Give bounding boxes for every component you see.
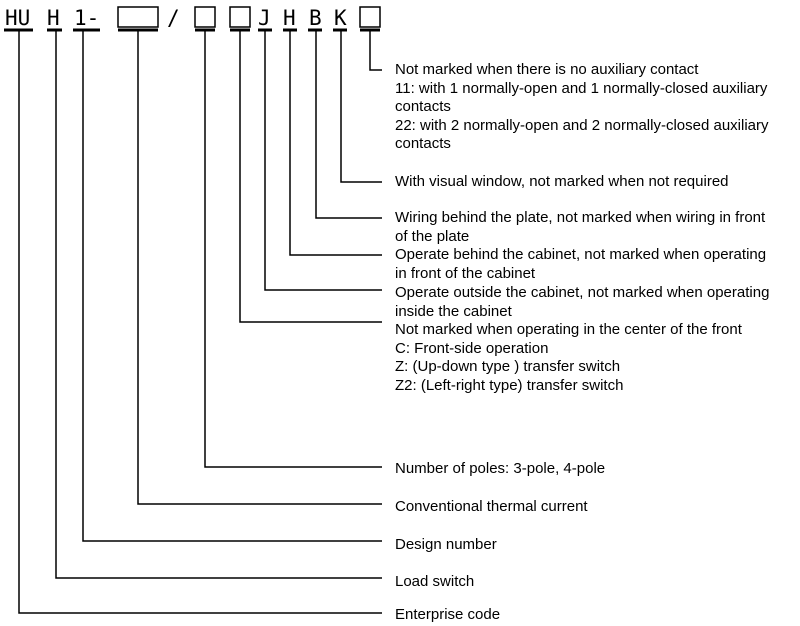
desc-load-switch: Load switch — [395, 573, 800, 592]
desc-line: Conventional thermal current — [395, 498, 588, 515]
desc-wiring: Wiring behind the plate, not marked when… — [395, 209, 800, 246]
desc-line: Number of poles: 3-pole, 4-pole — [395, 460, 606, 477]
code-slash: / — [167, 6, 180, 30]
desc-line: Design number — [395, 536, 497, 553]
desc-behind-cabinet: Operate behind the cabinet, not marked w… — [395, 246, 800, 283]
code-k: K — [334, 6, 347, 30]
code-h: H — [283, 6, 296, 30]
desc-design-number: Design number — [395, 536, 800, 555]
desc-line: Operate outside the cabinet, not marked … — [395, 284, 770, 301]
desc-line: Operate behind the cabinet, not marked w… — [395, 246, 767, 263]
desc-line: of the plate — [395, 227, 470, 245]
leader-current — [137, 30, 382, 505]
desc-auxiliary-contact: Not marked when there is no auxiliary co… — [395, 61, 800, 154]
desc-line: Not marked when there is no auxiliary co… — [395, 61, 699, 78]
desc-enterprise-code: Enterprise code — [395, 606, 800, 625]
desc-line: inside the cabinet — [395, 302, 512, 320]
poles-placeholder-box — [194, 6, 216, 28]
desc-visual-window: With visual window, not marked when not … — [395, 173, 800, 192]
code-j: J — [258, 6, 271, 30]
code-load-switch: H — [47, 6, 60, 30]
desc-line: Z: (Up-down type ) transfer switch — [395, 358, 621, 375]
leader-auxiliary — [369, 30, 382, 71]
leader-behind-cabinet — [289, 30, 382, 256]
current-placeholder-box — [117, 6, 159, 28]
leader-wiring — [315, 30, 382, 219]
leader-outside-cabinet — [264, 30, 382, 291]
desc-line: Enterprise code — [395, 606, 501, 623]
desc-operation: Not marked when operating in the center … — [395, 321, 800, 395]
desc-line: Not marked when operating in the center … — [395, 321, 742, 338]
leader-window — [340, 30, 382, 183]
code-design-number: 1- — [74, 6, 99, 30]
desc-line: Z2: (Left-right type) transfer switch — [395, 376, 624, 394]
desc-line: Load switch — [395, 573, 475, 590]
desc-line: C: Front-side operation — [395, 339, 549, 357]
desc-poles: Number of poles: 3-pole, 4-pole — [395, 460, 800, 479]
desc-line: 22: with 2 normally-open and 2 normally-… — [395, 116, 769, 134]
code-b: B — [309, 6, 322, 30]
desc-line: contacts — [395, 135, 451, 152]
leader-load-switch — [55, 30, 382, 579]
auxiliary-placeholder-box — [359, 6, 381, 28]
leader-design — [82, 30, 382, 542]
desc-outside-cabinet: Operate outside the cabinet, not marked … — [395, 284, 800, 321]
desc-line: contacts — [395, 98, 451, 115]
leader-poles — [204, 30, 382, 468]
operation-placeholder-box — [229, 6, 251, 28]
leader-operation — [239, 30, 382, 323]
desc-line: in front of the cabinet — [395, 264, 536, 282]
desc-thermal-current: Conventional thermal current — [395, 498, 800, 517]
desc-line: 11: with 1 normally-open and 1 normally-… — [395, 79, 768, 97]
desc-line: With visual window, not marked when not … — [395, 173, 729, 190]
code-prefix: HU — [5, 6, 30, 30]
leader-enterprise — [18, 30, 382, 614]
desc-line: Wiring behind the plate, not marked when… — [395, 209, 766, 226]
